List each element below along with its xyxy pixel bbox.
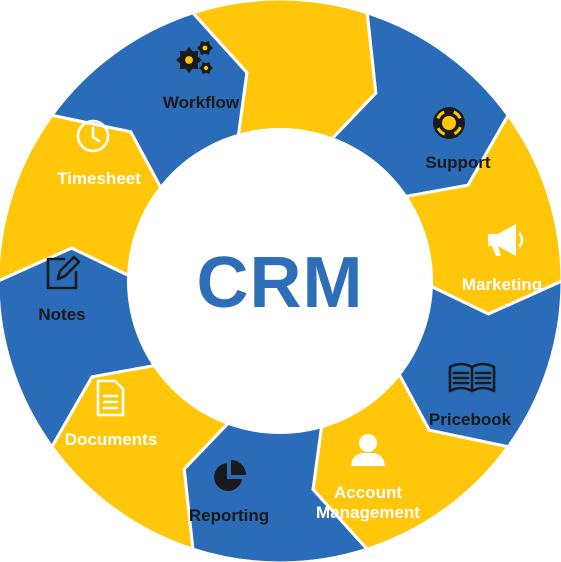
user-icon xyxy=(351,434,385,466)
clock-icon xyxy=(76,119,110,153)
segment-label-pricebook: Pricebook xyxy=(429,410,512,429)
edit-note-icon xyxy=(46,255,81,290)
segment-documents: Documents xyxy=(0,246,170,450)
segment-label-notes: Notes xyxy=(38,305,85,324)
lifebuoy-icon xyxy=(433,107,465,139)
center-disc xyxy=(127,128,433,434)
segment-label-documents: Documents xyxy=(65,430,158,449)
segment-label-account-management-line-1: Account xyxy=(334,483,402,502)
center-title: CRM xyxy=(197,243,364,323)
segment-label-workflow: Workflow xyxy=(163,93,240,112)
segment-label-reporting: Reporting xyxy=(189,506,269,525)
segment-label-support: Support xyxy=(425,153,490,172)
megaphone-icon xyxy=(488,224,524,256)
segment-support: Support xyxy=(390,107,561,316)
segment-label-marketing: Marketing xyxy=(462,275,542,294)
gears-icon xyxy=(176,41,213,75)
segment-label-timesheet: Timesheet xyxy=(57,169,141,188)
segment-label-account-management-line-2: Management xyxy=(316,503,420,522)
pie-chart-icon xyxy=(214,460,246,491)
open-book-icon xyxy=(448,362,496,393)
document-icon xyxy=(96,379,125,417)
